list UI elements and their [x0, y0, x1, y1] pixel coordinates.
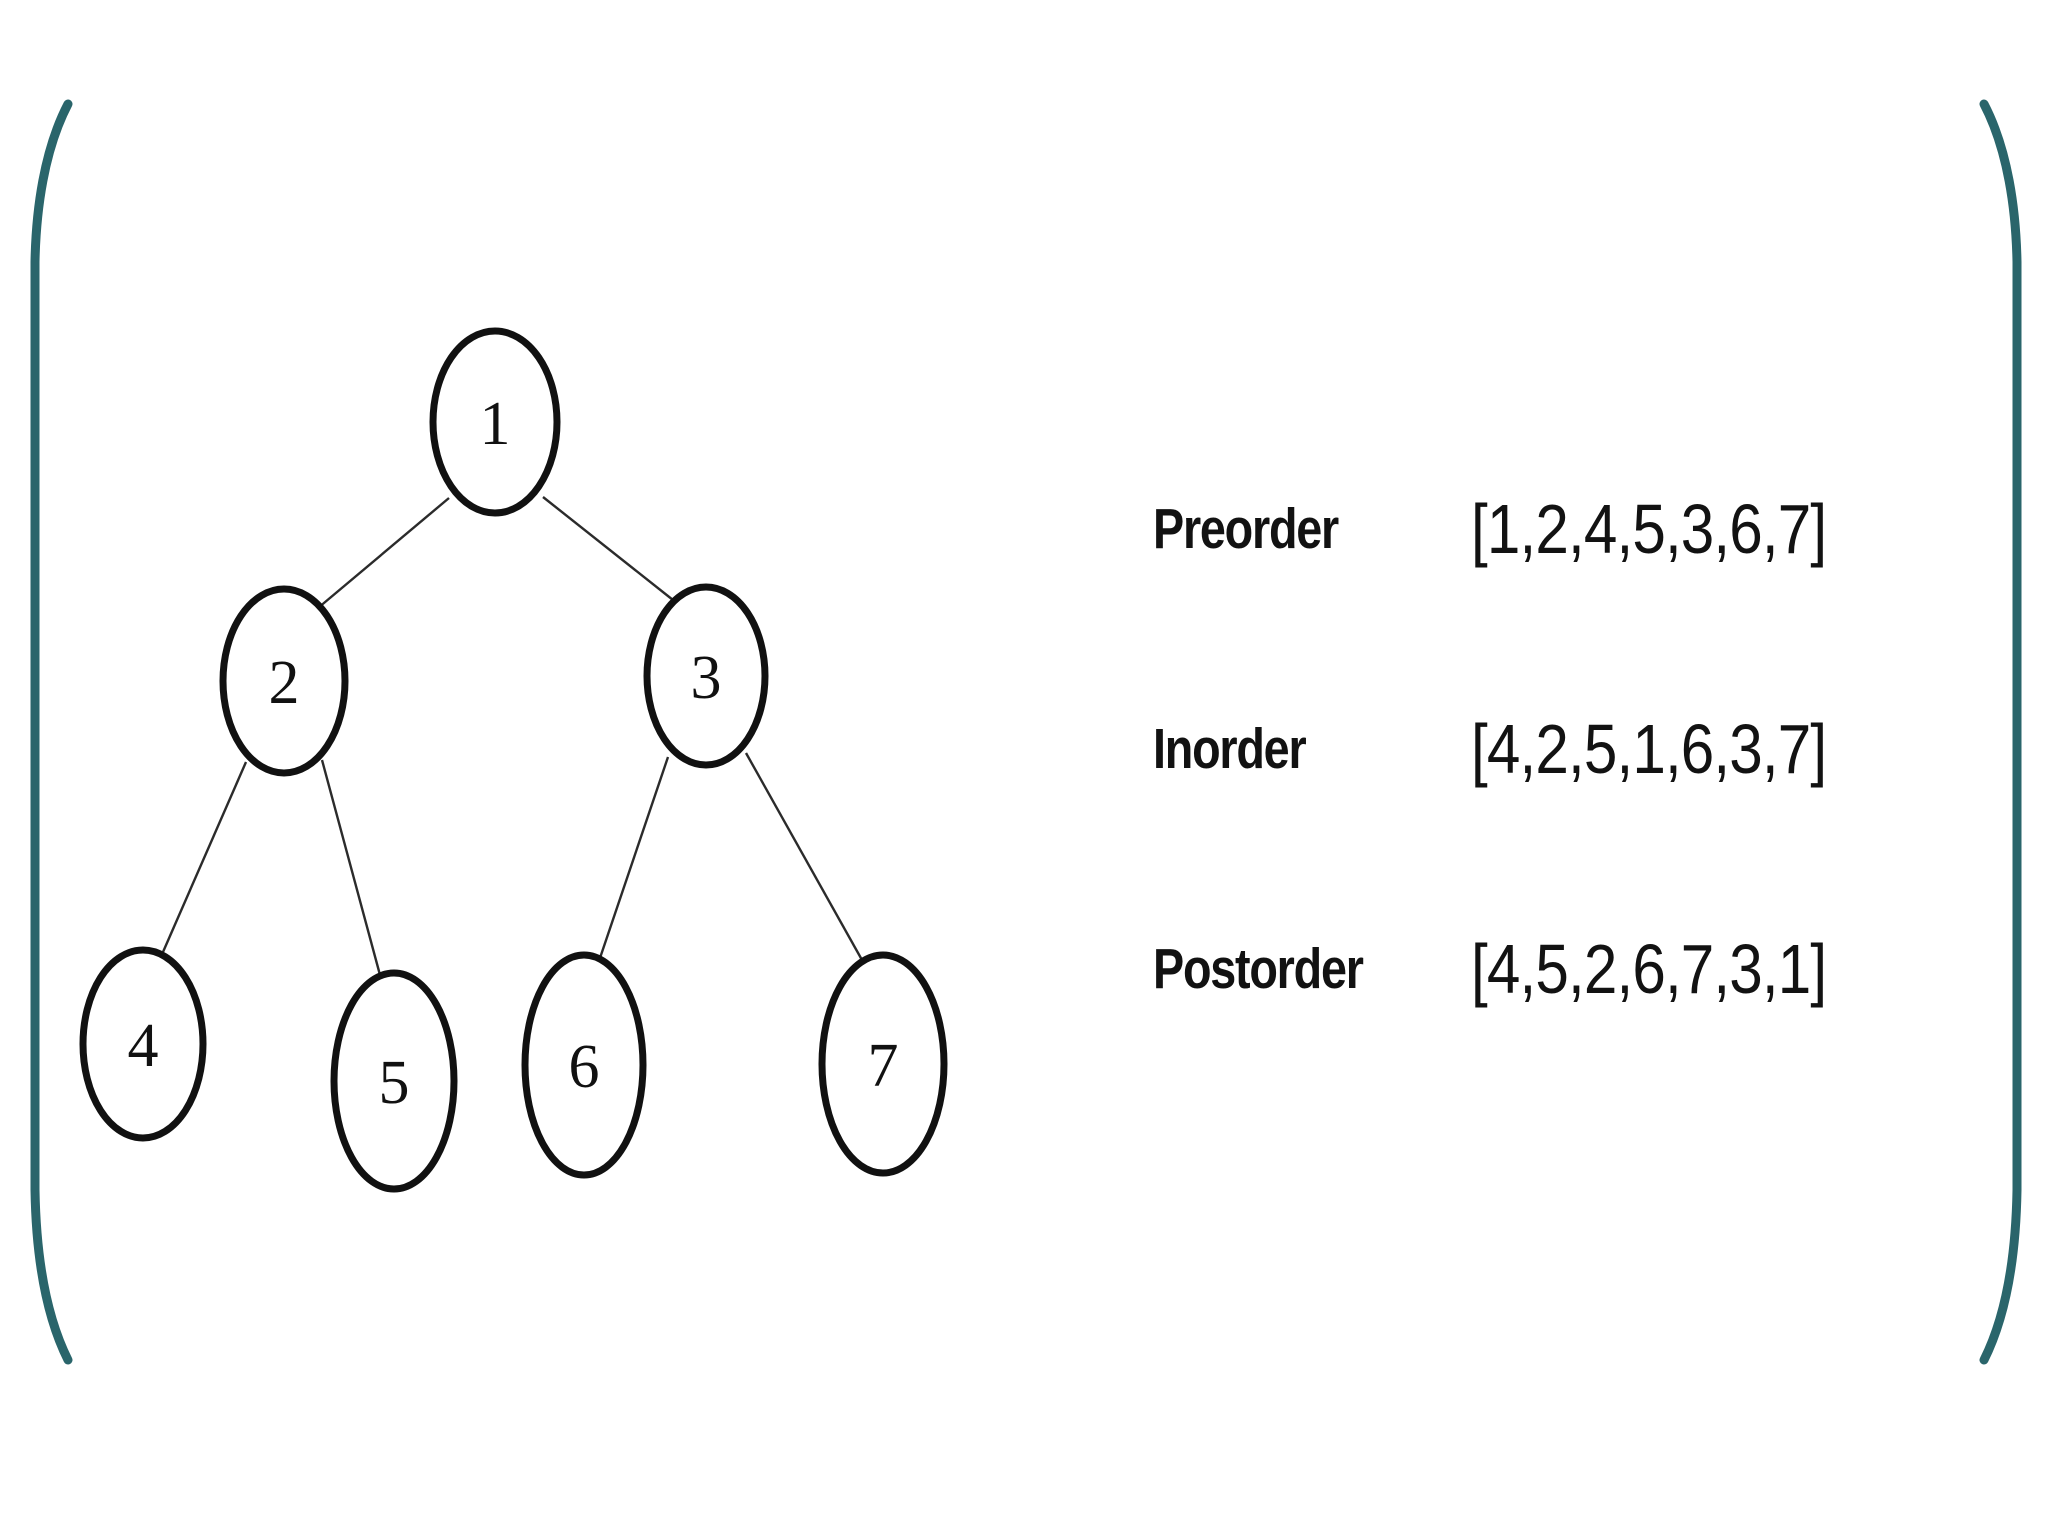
tree-node-ellipse — [219, 585, 349, 777]
traversal-name-label: Preorder — [1153, 497, 1339, 561]
traversal-sequence-value: [4,2,5,1,6,3,7] — [1471, 710, 1827, 788]
tree-node-label: 6 — [569, 1033, 600, 1101]
traversal-row: Inorder [4,2,5,1,6,3,7] — [1153, 712, 1973, 938]
tree-node-label: 7 — [868, 1032, 899, 1100]
tree-node-2[interactable]: 2 — [219, 585, 349, 777]
tree-node-3[interactable]: 3 — [643, 583, 769, 769]
traversal-list: Preorder [1,2,4,5,3,6,7] Inorder [4,2,5,1,6… — [1153, 492, 1973, 1158]
tree-edge-n3-n7 — [744, 752, 864, 961]
tree-edge-n1-n3 — [542, 496, 674, 601]
tree-node-label: 4 — [128, 1012, 159, 1080]
traversal-name-label: Postorder — [1153, 937, 1364, 1001]
tree-node-5[interactable]: 5 — [330, 969, 458, 1193]
tree-node-4[interactable]: 4 — [79, 946, 207, 1142]
tree-node-ellipse — [330, 969, 458, 1193]
tree-node-label: 3 — [691, 644, 722, 712]
traversal-row: Preorder [1,2,4,5,3,6,7] — [1153, 492, 1973, 718]
traversal-sequence-value: [4,5,2,6,7,3,1] — [1471, 930, 1827, 1008]
tree-node-ellipse — [79, 946, 207, 1142]
tree-node-1[interactable]: 1 — [429, 327, 561, 517]
tree-edge-n3-n6 — [598, 756, 670, 959]
tree-node-label: 5 — [379, 1049, 410, 1117]
tree-node-label: 1 — [480, 390, 511, 458]
tree-node-6[interactable]: 6 — [521, 951, 647, 1179]
traversal-name-label: Inorder — [1153, 717, 1307, 781]
tree-edge-group — [161, 496, 864, 976]
tree-edge-n1-n2 — [317, 497, 450, 609]
tree-node-group: 1 2 3 4 5 6 7 — [79, 327, 948, 1193]
traversal-sequence-value: [1,2,4,5,3,6,7] — [1471, 490, 1827, 568]
tree-node-ellipse — [818, 951, 948, 1177]
tree-node-ellipse — [429, 327, 561, 517]
tree-node-ellipse — [521, 951, 647, 1179]
tree-node-ellipse — [643, 583, 769, 769]
tree-node-7[interactable]: 7 — [818, 951, 948, 1177]
tree-node-label: 2 — [269, 649, 300, 717]
tree-edge-n2-n5 — [320, 759, 382, 976]
traversal-row: Postorder [4,5,2,6,7,3,1] — [1153, 932, 1973, 1158]
tree-edge-n2-n4 — [161, 761, 248, 953]
